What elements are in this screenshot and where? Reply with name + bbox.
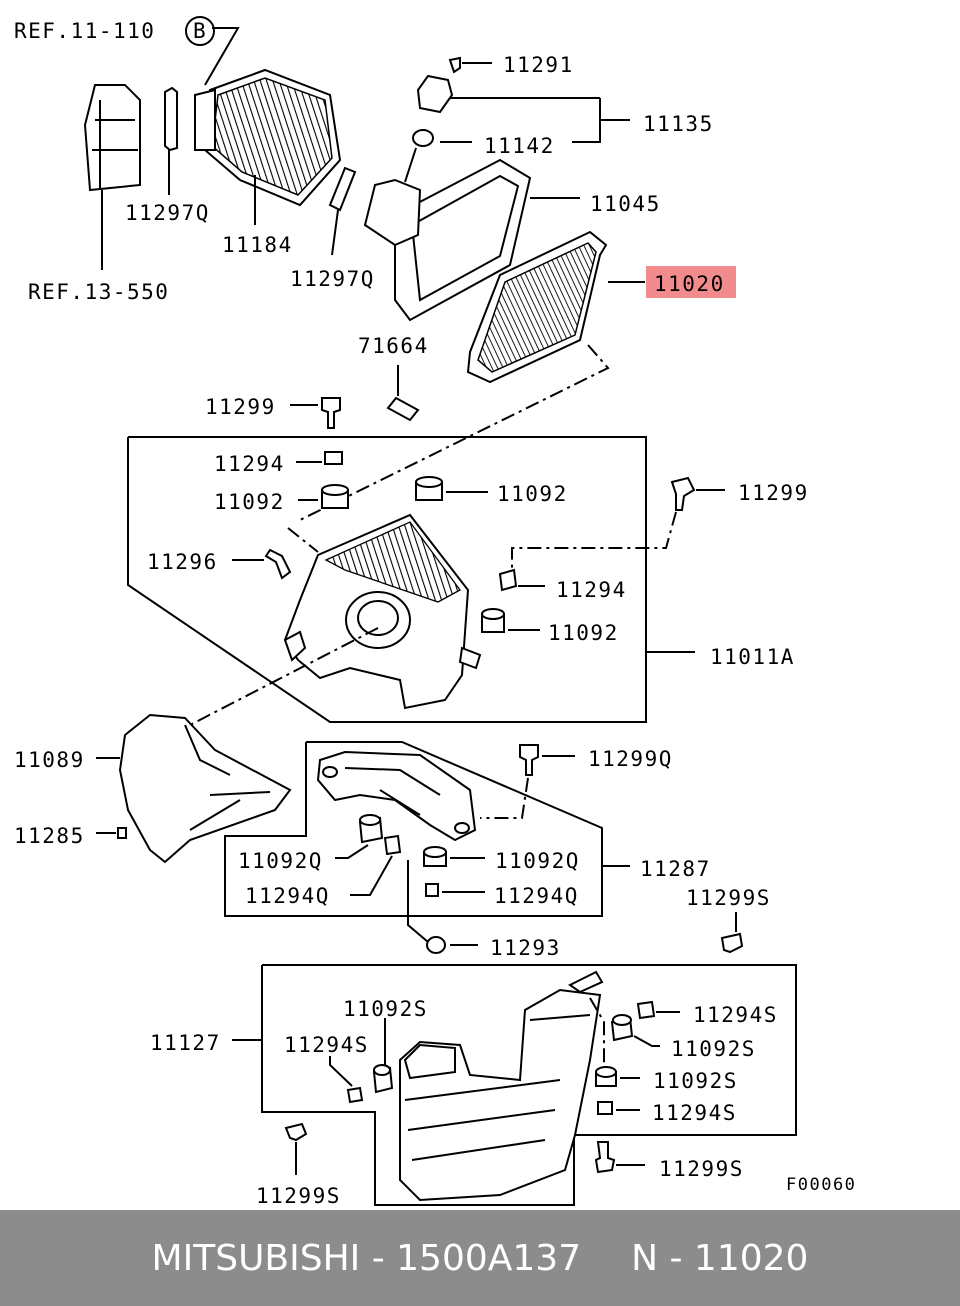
label-11299q: 11299Q (588, 747, 673, 771)
air-intake-hose[interactable] (83, 84, 141, 192)
bolt-part-11299s-c[interactable] (594, 1141, 616, 1174)
ref-b-circle (185, 16, 215, 46)
label-11092-c: 11092 (548, 621, 619, 645)
bracket-group: 11287 11299Q 11092Q 11294Q 11092Q 11294Q (224, 741, 711, 917)
bolt-part-11299s-a[interactable] (720, 932, 744, 954)
label-11285: 11285 (14, 824, 85, 848)
label-11092s-b: 11092S (671, 1037, 756, 1061)
gasket-part-11297q-b[interactable] (328, 166, 357, 212)
label-11296: 11296 (147, 550, 218, 574)
label-11092-a: 11092 (214, 490, 285, 514)
grommet-part-11294s-c[interactable] (597, 1101, 613, 1115)
grommet-part-11294-b[interactable] (498, 568, 518, 592)
label-11287: 11287 (640, 857, 711, 881)
label-11294q-b: 11294Q (494, 884, 579, 908)
bracket-part-11287[interactable] (316, 750, 477, 842)
label-ref-11-110: REF.11-110 (14, 19, 155, 43)
gasket-part-11297q-a[interactable] (164, 86, 178, 152)
label-11045: 11045 (590, 192, 661, 216)
bolt-part-11299-a[interactable] (321, 397, 341, 429)
label-11294s-b: 11294S (693, 1003, 778, 1027)
resonator-callout-box (261, 964, 797, 1206)
resonator-11127-group: 11127 11092S 11294S 11294S 11092S 11092S… (150, 964, 797, 1206)
figure-code: F00060 (786, 1175, 856, 1195)
label-11092-b: 11092 (497, 482, 568, 506)
assembly-guide-line-b (189, 627, 379, 726)
label-11299-b: 11299 (738, 481, 809, 505)
inlet-duct-part-11089[interactable] (118, 713, 292, 864)
label-11011a: 11011A (710, 645, 795, 669)
label-11299s-b: 11299S (256, 1184, 341, 1208)
label-11127: 11127 (150, 1031, 221, 1055)
label-11297q-b: 11297Q (290, 267, 375, 291)
bolt-11299s-b-group: 11299S (256, 1122, 341, 1208)
label-11299-a: 11299 (205, 395, 276, 419)
label-11293: 11293 (490, 936, 561, 960)
label-11294-b: 11294 (556, 578, 627, 602)
o-ring-part-11142[interactable] (412, 129, 434, 147)
air-cleaner-cover-group: 11291 11135 11142 11045 11020 71664 (358, 53, 736, 422)
label-11184: 11184 (222, 233, 293, 257)
inlet-duct-group: 11089 11285 (14, 713, 292, 864)
case-callout-box (127, 436, 647, 723)
bolt-11299s-a-group: 11299S (686, 886, 771, 954)
label-11299s-c: 11299S (659, 1157, 744, 1181)
grommet-part-11294-a[interactable] (324, 451, 343, 465)
grommet-part-11294q-b[interactable] (425, 883, 439, 897)
label-11294-a: 11294 (214, 452, 285, 476)
air-cleaner-case-group: 11011A 11294 11092 11092 11299 11296 112… (127, 436, 809, 723)
intake-duct-group: REF.11-110 B 11297Q 11184 11297Q REF.13-… (14, 16, 375, 304)
label-11142: 11142 (484, 134, 555, 158)
bolt-part-11299s-b[interactable] (284, 1122, 308, 1142)
highlight-11020 (646, 266, 736, 298)
label-11135: 11135 (643, 112, 714, 136)
label-ref-13-550: REF.13-550 (28, 280, 169, 304)
label-11294q-a: 11294Q (245, 884, 330, 908)
label-ref-b: B (193, 19, 207, 43)
label-11294s-a: 11294S (284, 1033, 369, 1057)
bracket-callout-box (224, 741, 603, 917)
label-71664: 71664 (358, 334, 429, 358)
cleaner-cover-part-11045[interactable] (394, 158, 532, 322)
grommet-part-11294q-a[interactable] (383, 834, 402, 856)
label-11089: 11089 (14, 748, 85, 772)
label-11299s-a: 11299S (686, 886, 771, 910)
label-11092s-a: 11092S (343, 997, 428, 1021)
bolt-part-11299-b[interactable] (670, 476, 696, 511)
airflow-sensor-part-11135[interactable] (416, 74, 454, 114)
label-11092q-a: 11092Q (238, 849, 323, 873)
bushing-part-11293[interactable] (426, 936, 446, 954)
label-11297q-a: 11297Q (125, 201, 210, 225)
footer-diagram-number: N - 11020 (631, 1237, 809, 1279)
grommet-part-11294s-a[interactable] (346, 1086, 364, 1104)
cover-outlet-pipe (363, 178, 422, 247)
footer-bar: MITSUBISHI - 1500A137 N - 11020 (0, 1210, 960, 1306)
label-11294s-c: 11294S (652, 1101, 737, 1125)
label-11092s-c: 11092S (653, 1069, 738, 1093)
bushing-11293-group: 11293 (407, 860, 561, 960)
hose-part-11296[interactable] (264, 548, 292, 580)
caution-label-part-71664[interactable] (386, 396, 420, 422)
bolt-part-11299q[interactable] (519, 744, 539, 776)
bolt-11299-a-group: 11299 (205, 395, 341, 429)
label-11291: 11291 (503, 53, 574, 77)
label-11020: 11020 (654, 272, 725, 296)
parts-diagram: REF.11-110 B 11297Q 11184 11297Q REF.13-… (14, 16, 856, 1208)
grommet-part-11294s-b[interactable] (636, 1000, 656, 1020)
footer-brand-part-number: MITSUBISHI - 1500A137 (151, 1237, 582, 1279)
clip-part-11285[interactable] (117, 827, 127, 839)
resonator-part-11127[interactable] (399, 988, 602, 1202)
screw-part-11291[interactable] (448, 56, 461, 74)
assembly-guide-line-a (299, 344, 610, 521)
bolt-11299s-c-group: 11299S (594, 1141, 744, 1181)
label-11092q-b: 11092Q (495, 849, 580, 873)
